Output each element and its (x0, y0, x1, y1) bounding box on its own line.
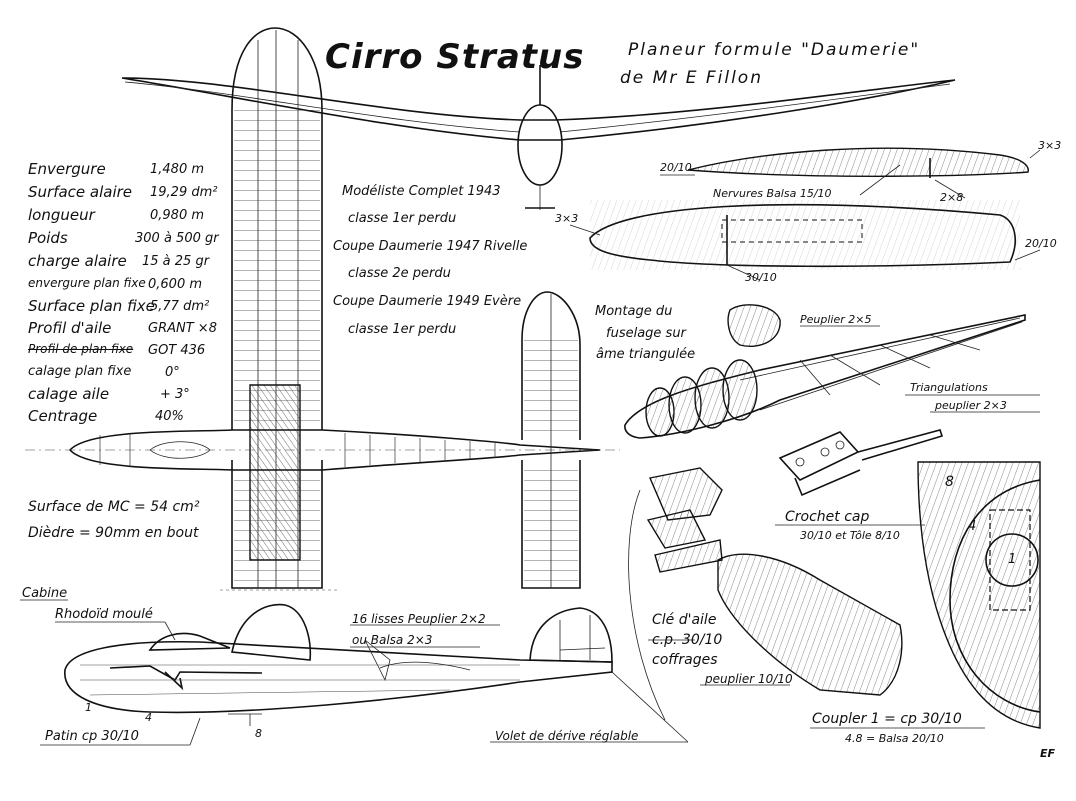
palmares-line: classe 1er perdu (348, 322, 457, 337)
cabine-label: Cabine (22, 586, 68, 601)
palmares-line: Coupe Daumerie 1947 Rivelle (333, 239, 528, 254)
dimension-label: 3×3 (555, 212, 579, 225)
fuselage-frame-perspective (624, 304, 1026, 439)
spec-label: Profil d'aile (28, 319, 112, 337)
palmares-line: classe 1er perdu (348, 211, 457, 226)
subtitle-line-1: Planeur formule "Daumerie" (628, 40, 921, 60)
palmares-line: Modéliste Complet 1943 (342, 184, 501, 199)
spec-value: 1,480 m (150, 162, 205, 177)
wing-key-line: c.p. 30/10 (652, 632, 723, 648)
peuplier-label: Peuplier 2×5 (800, 313, 872, 326)
bulkhead-number: 4 (968, 519, 977, 534)
hook-spec: 30/10 et Tôle 8/10 (800, 529, 900, 542)
wing-key-line: Clé d'aile (652, 612, 717, 628)
spec-label: envergure plan fixe (28, 276, 146, 290)
subtitle-line-2: de Mr E Fillon (620, 68, 763, 88)
mount-heading: fuselage sur (606, 326, 686, 341)
wing-profiles (569, 147, 1041, 281)
wing-key-drawing (646, 467, 903, 696)
stabilizer-plan-view (521, 291, 581, 589)
mount-heading: âme triangulée (596, 347, 696, 362)
spec-value: 40% (155, 409, 184, 424)
spec-label: Surface alaire (28, 183, 133, 201)
spec-label: Poids (28, 229, 68, 247)
couples-line: 4.8 = Balsa 20/10 (845, 732, 944, 745)
wing-key-line: peuplier 10/10 (705, 672, 793, 686)
rib-label: Nervures Balsa 15/10 (713, 187, 832, 200)
bulkhead-drawing (917, 461, 1041, 729)
spec-value: 300 à 500 gr (135, 231, 219, 246)
spec-label: Envergure (28, 160, 106, 178)
dimension-label: 20/10 (1025, 237, 1057, 250)
leader-lines (20, 325, 1040, 746)
wing-key-line: coffrages (652, 652, 718, 668)
hook-label: Crochet cap (785, 509, 870, 525)
lisses-label: 16 lisses Peuplier 2×2 (352, 612, 486, 626)
dimension-label: 30/10 (745, 271, 777, 284)
spec-label: calage plan fixe (28, 364, 132, 379)
spec-label: Profil de plan fixe (28, 342, 134, 356)
station-number: 8 (255, 727, 262, 740)
spec-label: charge alaire (28, 252, 127, 270)
mount-heading: Montage du (595, 304, 673, 319)
palmares-line: Coupe Daumerie 1949 Evère (333, 294, 522, 309)
spec-label: longueur (28, 206, 95, 224)
tow-hook-drawing (778, 429, 944, 497)
front-view (121, 65, 956, 210)
palmares-line: classe 2e perdu (348, 266, 451, 281)
station-number: 4 (145, 711, 152, 724)
plan-title: Cirro Stratus (325, 37, 585, 77)
triangulation-label: peuplier 2×3 (935, 399, 1007, 412)
wing-plan-view (220, 27, 340, 591)
bulkhead-number: 1 (1008, 552, 1017, 567)
mc-surface-note: Surface de MC = 54 cm² (28, 499, 200, 515)
spec-label: Surface plan fixe (28, 297, 155, 315)
volet-label: Volet de dérive réglable (495, 729, 639, 743)
bulkhead-number: 8 (945, 474, 954, 490)
spec-value: 0° (165, 365, 180, 380)
couples-line: Coupler 1 = cp 30/10 (812, 711, 962, 727)
spec-value: GRANT ×8 (148, 321, 217, 336)
patin-label: Patin cp 30/10 (45, 729, 139, 744)
lisses-label: ou Balsa 2×3 (352, 633, 433, 647)
spec-value: 5,77 dm² (150, 299, 210, 314)
spec-value: 0,600 m (148, 277, 203, 292)
dimension-label: 20/10 (660, 161, 692, 174)
rhodoid-label: Rhodoïd moulé (55, 607, 153, 622)
spec-value: 15 à 25 gr (142, 254, 210, 269)
spec-value: 0,980 m (150, 208, 205, 223)
spec-label: Centrage (28, 407, 98, 425)
signature: EF (1040, 747, 1056, 760)
station-number: 1 (85, 701, 92, 714)
spec-value: + 3° (160, 387, 190, 402)
dimension-label: 2×8 (940, 191, 964, 204)
side-view (64, 603, 613, 726)
spec-value: GOT 436 (148, 343, 206, 358)
dihedral-note: Dièdre = 90mm en bout (28, 525, 199, 541)
fuselage-plan-view (25, 429, 620, 471)
triangulation-label: Triangulations (910, 381, 988, 394)
spec-value: 19,29 dm² (150, 185, 218, 200)
dimension-label: 3×3 (1038, 139, 1062, 152)
spec-label: calage aile (28, 385, 110, 403)
